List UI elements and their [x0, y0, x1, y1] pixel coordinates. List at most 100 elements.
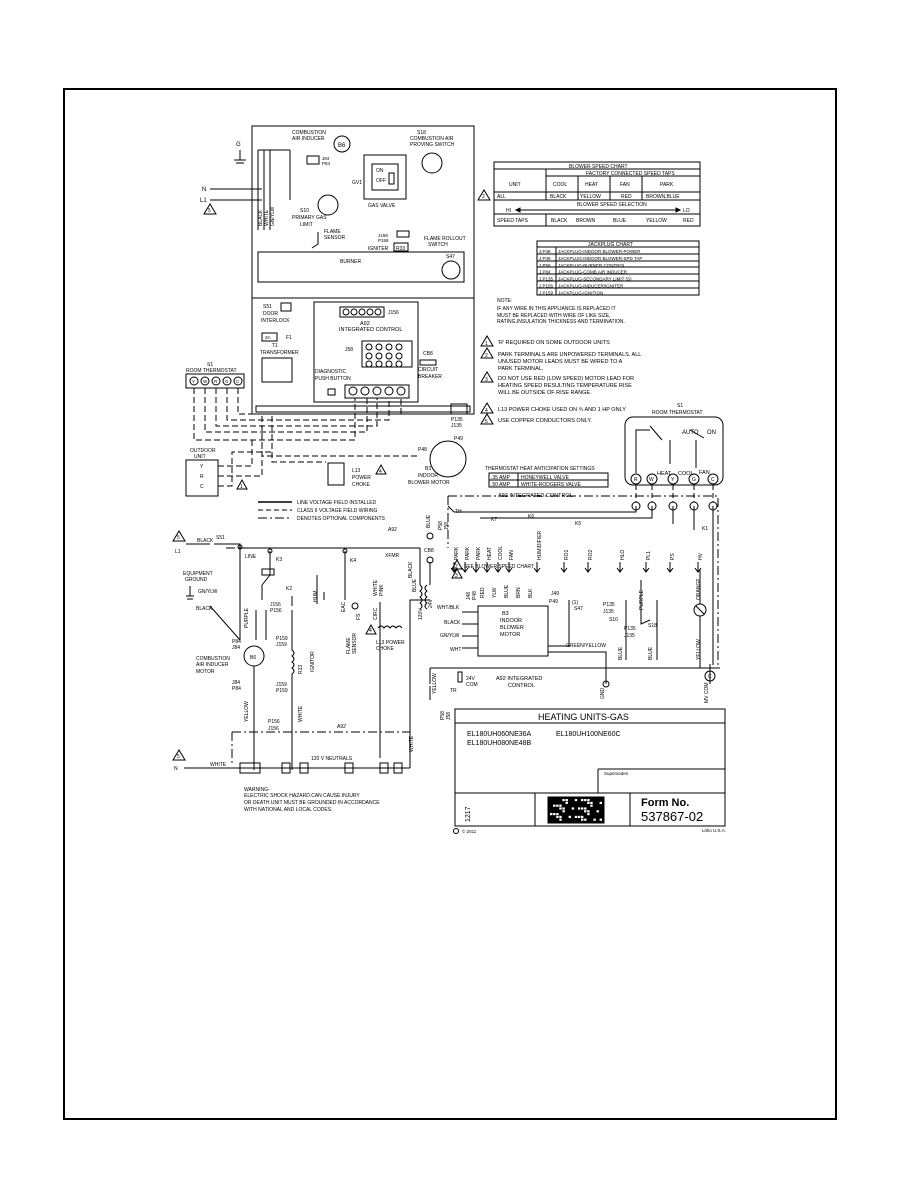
diagram-label: EQUIPMENT — [183, 571, 213, 577]
diagram-label: INTEGRATED CONTROL — [339, 327, 402, 333]
diagram-label: C — [236, 379, 240, 384]
diagram-label: S51 — [263, 304, 272, 310]
diagram-label: GV1 — [352, 180, 362, 186]
diagram-label: RATING,INSULATION THICKNESS AND TERMINAT… — [497, 319, 625, 325]
diagram-label: B6 — [338, 143, 346, 149]
diagram-label: BLACK — [197, 538, 214, 544]
diagram-label: THERMOSTAT HEAT ANTICIPATION SETTINGS — [485, 466, 595, 472]
jackplug-description: JACKPLUG-INDOOR BLOWER-POWER — [558, 249, 641, 254]
diagram-label: G — [692, 477, 696, 483]
diagram-label: WHITE — [264, 209, 270, 226]
diagram-label: K7 — [491, 517, 497, 523]
diagram-label: 120 V NEUTRALS — [311, 756, 353, 762]
ground-label: G — [236, 142, 241, 148]
terminal-arrow-icon — [533, 562, 541, 573]
diagram-label: BURNER — [340, 259, 362, 265]
board-terminal-label: HUMIDIFIER — [537, 530, 543, 560]
primary-limit-icon — [317, 194, 339, 216]
room-thermostat-left — [185, 373, 245, 389]
barcode-module — [587, 799, 590, 802]
diagram-label: 3 — [485, 377, 488, 383]
note-triangles: 1 2 3 4 5 — [480, 335, 494, 425]
diagram-label: P84 — [232, 686, 241, 692]
diagram-label: P58 — [438, 521, 444, 530]
j159-plug-icon — [396, 230, 410, 238]
diagram-label: HEAT — [585, 182, 598, 188]
diagram-label: YELLOW — [696, 639, 702, 660]
motor-lead-label: RED — [480, 587, 486, 598]
motor-lead-label: BRN — [516, 587, 522, 598]
diagram-label: DIAGNOSTIC — [315, 369, 347, 375]
j84-plug-icon — [306, 155, 320, 165]
diagram-label: W — [649, 477, 654, 483]
diagram-label: 4 — [369, 628, 372, 634]
diagram-label: P49 — [454, 436, 463, 442]
diagram-label: 'R' REQUIRED ON SOME OUTDOOR UNITS — [498, 340, 610, 346]
diagram-label: B6 — [250, 655, 256, 661]
barcode-module — [556, 804, 559, 807]
diagram-label: GROUND — [185, 577, 208, 583]
diagram-label: P135 — [624, 626, 636, 632]
barcode-module — [574, 799, 578, 802]
motor-lead-label: BLK — [528, 588, 534, 598]
diagram-label: YELLOW — [580, 194, 601, 200]
diagram-label: 1217 — [465, 806, 472, 822]
diagram-label: CIRC — [373, 607, 379, 620]
motor-lead-label: YLW — [492, 587, 498, 598]
diagram-label: P159 — [276, 636, 288, 642]
diagram-label: CHOKE — [376, 646, 394, 652]
barcode-module — [584, 818, 587, 821]
jackplug-description: JACKPLUG-INDUCER/IGNITER — [558, 284, 624, 289]
diagram-label: FLAME — [324, 229, 341, 235]
diagram-label: IGNITER — [368, 246, 389, 252]
indoor-blower-motor-box — [477, 605, 549, 657]
barcode-module — [581, 815, 584, 818]
diagram-label: R — [634, 477, 638, 483]
board-terminal-label: PARK — [476, 546, 482, 560]
diagram-label: J135 — [603, 609, 614, 615]
diagram-label: A92 — [388, 527, 397, 533]
terminal-arrow-icon — [461, 562, 469, 573]
diagram-label: GREEN/YELLOW — [566, 643, 606, 649]
terminal-arrow-icon — [584, 562, 592, 573]
diagram-label: PRIMARY GAS — [292, 215, 327, 221]
diagram-label: P135 — [451, 417, 463, 423]
diagram-label: YELLOW — [432, 673, 438, 694]
board-terminal-label: HLO — [620, 550, 626, 560]
diagram-label: L1 — [175, 549, 181, 555]
diagram-label: P84 — [232, 639, 241, 645]
diagram-label: S10 — [609, 617, 618, 623]
board-terminal-label: PS — [670, 553, 676, 560]
diagram-label: J156 — [270, 602, 281, 608]
jackplug-code: J.P58 — [539, 263, 551, 268]
diagram-label: P159 — [378, 238, 389, 243]
barcode-module — [590, 804, 593, 807]
barcode-module — [584, 810, 587, 813]
diagram-label: A92 — [360, 321, 370, 327]
diagram-label: K2 — [286, 586, 292, 592]
diagram-label: IF ANY WIRE IN THIS APPLIANCE IS REPLACE… — [497, 306, 616, 312]
barcode-module — [571, 807, 575, 810]
diagram-label: BLACK — [258, 209, 264, 226]
diagram-label: S10 — [300, 208, 309, 214]
barcode-module — [556, 813, 559, 816]
diagram-label: BROWN,BLUE — [646, 194, 680, 200]
diagram-label: COOL — [678, 471, 694, 477]
barcode-module — [553, 813, 556, 816]
diagram-label: BLACK — [551, 218, 568, 224]
diagram-label: PINK — [379, 584, 385, 596]
diagram-label: 24V — [428, 598, 434, 608]
diagram-label: J159 — [276, 642, 287, 648]
diagram-label: P49 — [549, 599, 558, 605]
barcode-module — [559, 804, 562, 807]
diagram-label: L13 POWER — [376, 640, 405, 646]
transformer-icon — [261, 357, 293, 383]
diagram-label: WHITE — [298, 705, 304, 722]
title-block: HEATING UNITS-GAS EL180UH060NE36A EL180U… — [453, 708, 726, 834]
diagram-label: K3 — [276, 557, 282, 563]
diagnostic-button-icon — [327, 388, 336, 396]
diagram-label: USE COPPER CONDUCTORS ONLY. — [498, 418, 592, 424]
diagram-label: Y — [671, 477, 675, 483]
diagram-label: WARNING- — [244, 787, 270, 793]
